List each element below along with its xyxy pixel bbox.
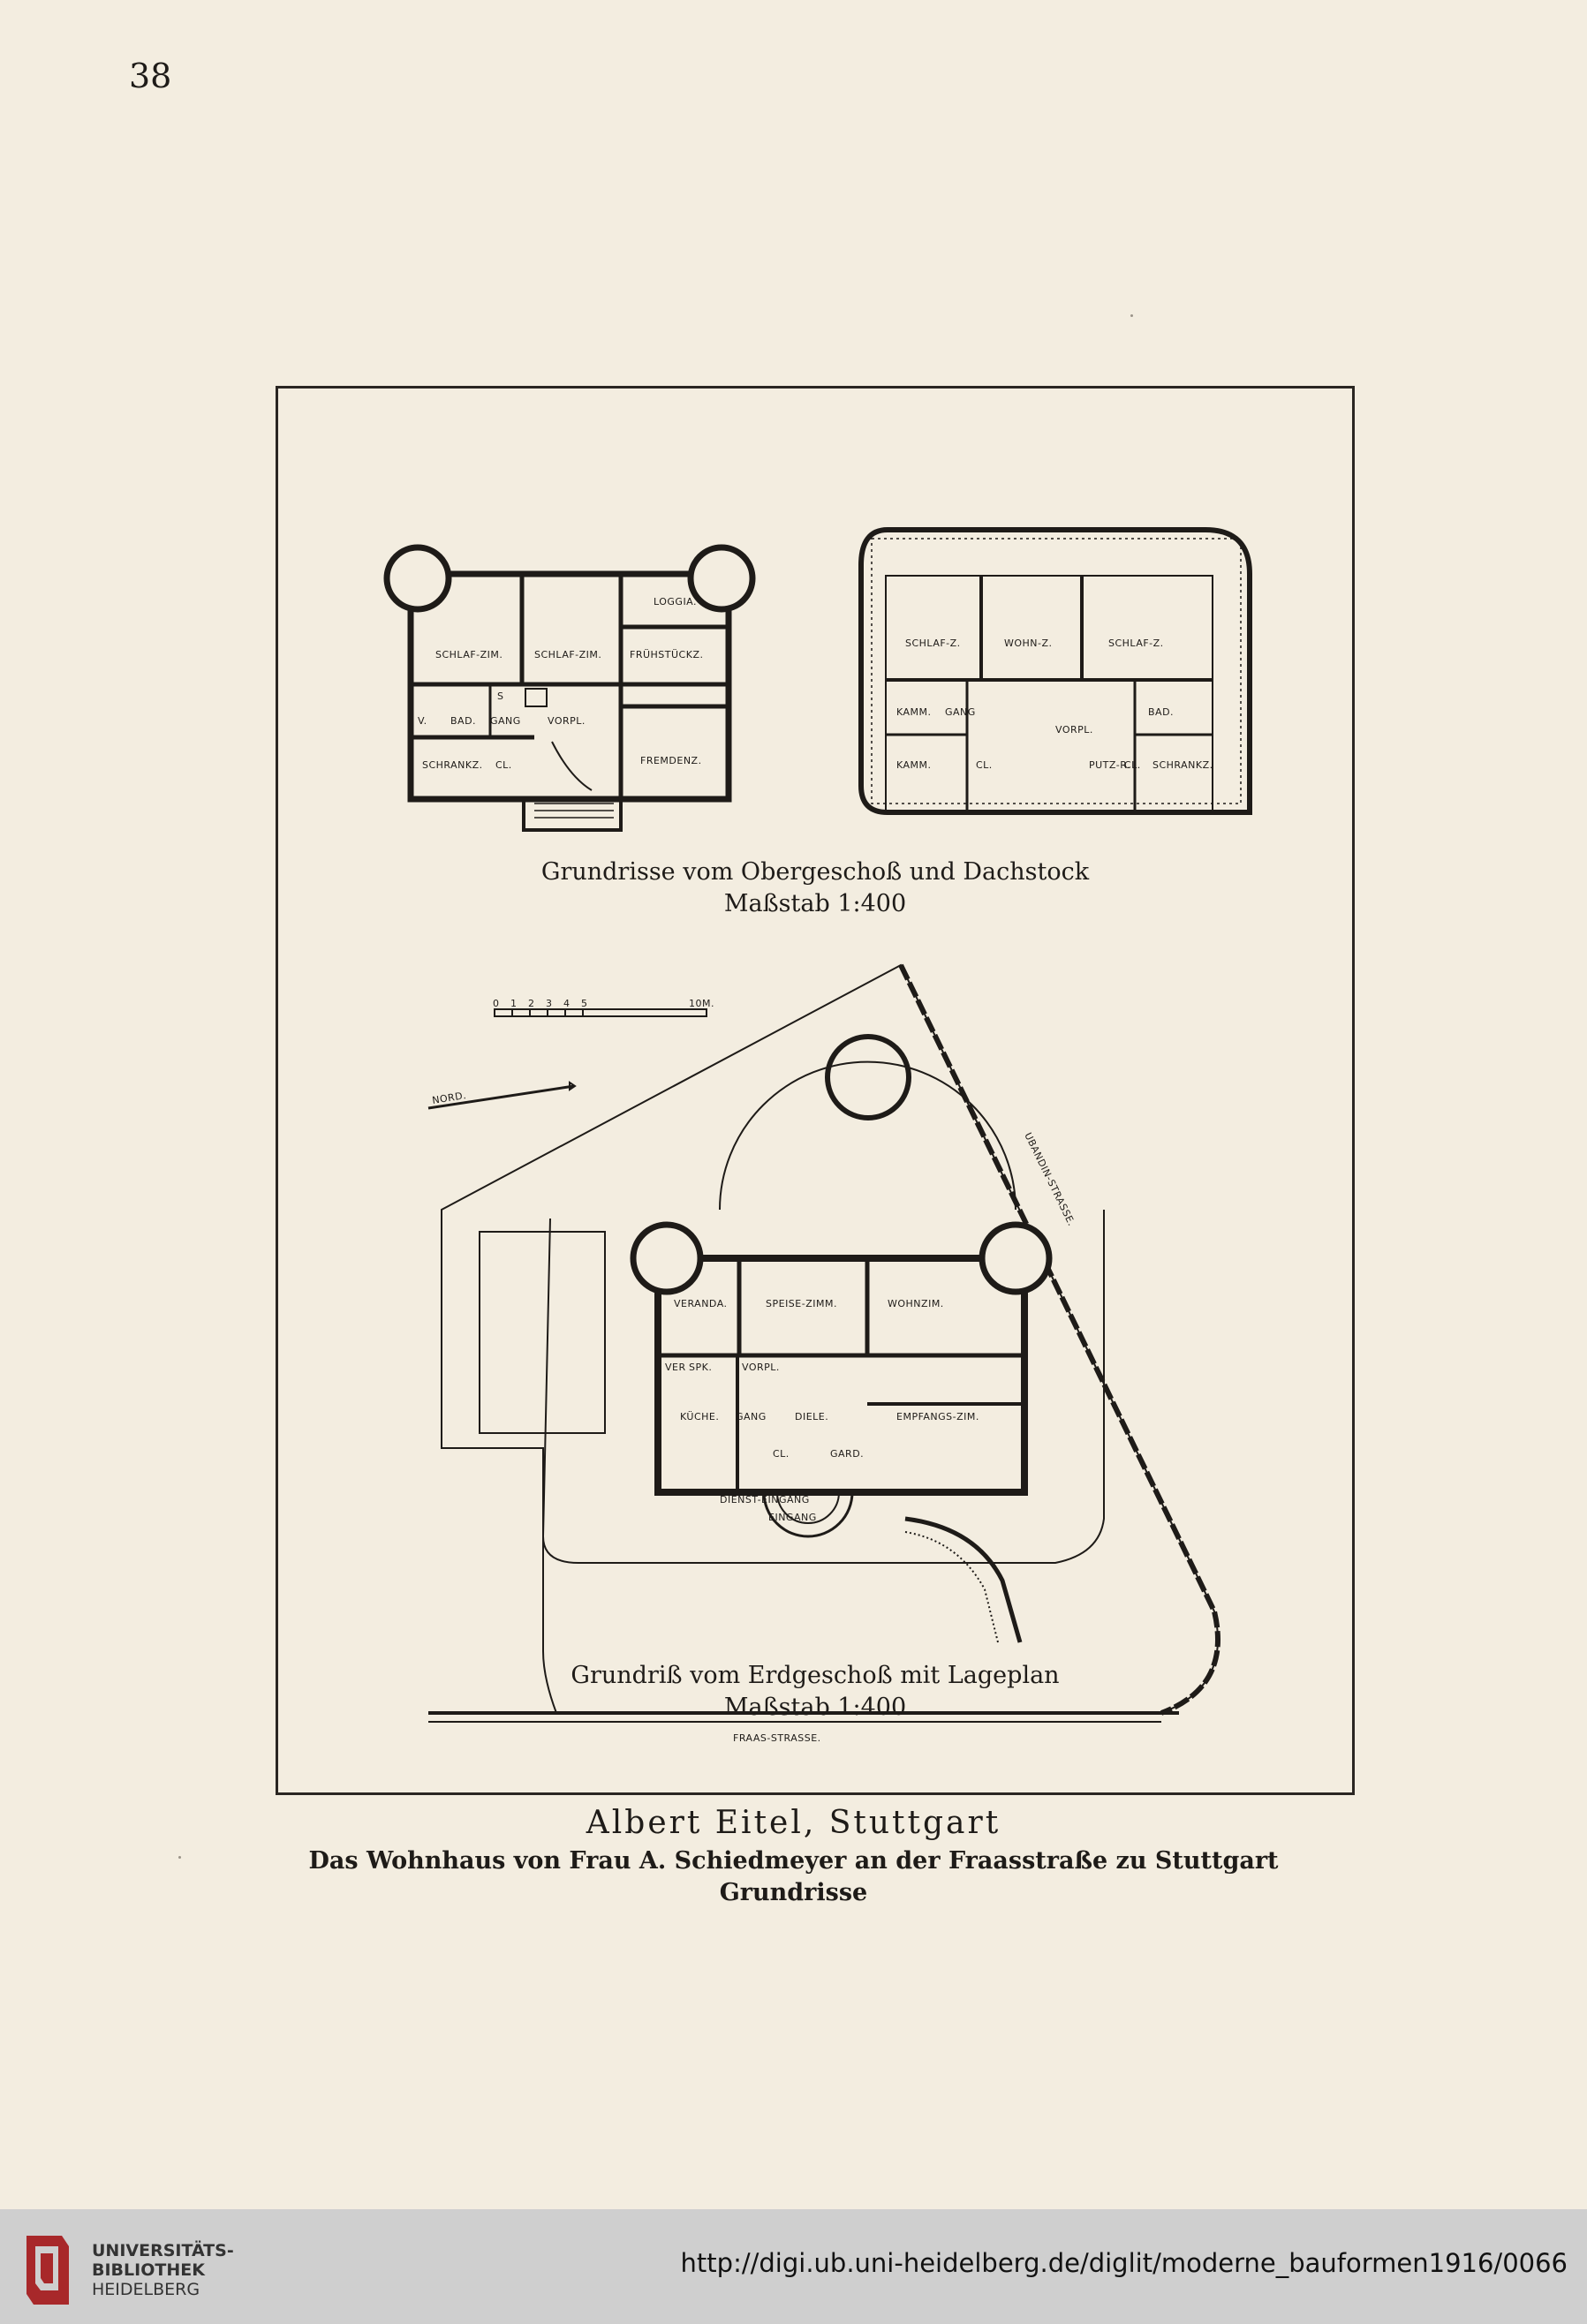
site-caption-line1: Grundriß vom Erdgeschoß mit Lageplan [571,1662,1060,1689]
architect-name: Albert Eitel, Stuttgart [586,1805,1001,1841]
room-label: SCHLAF-ZIM. [435,649,503,660]
drawing-plate: Grundrisse vom Obergeschoß und Dachstock… [276,386,1355,1795]
room-label: LOGGIA. [654,596,697,607]
upper-caption-line2: Maßstab 1:400 [723,890,907,917]
plate-title: Albert Eitel, Stuttgart Das Wohnhaus von… [0,1801,1587,1909]
street-label-bottom: FRAAS-STRASSE. [733,1732,821,1744]
scale-tick-label: 3 [546,998,553,1009]
upper-caption-line1: Grundrisse vom Obergeschoß und Dachstock [540,858,1090,886]
room-label: VORPL. [548,715,586,727]
street-label-right: UBANDIN-STRASSE. [1022,1131,1077,1228]
room-label: SCHRANKZ. [422,759,483,771]
room-label: VORPL. [742,1362,780,1373]
room-label: V. [418,715,427,727]
room-label: DIENST-EINGANG [720,1494,810,1505]
library-footer: UNIVERSITÄTS- BIBLIOTHEK HEIDELBERG http… [0,2209,1587,2324]
room-label: CL. [773,1448,790,1460]
room-label: VORPL. [1055,724,1093,736]
room-label: SPEISE-ZIMM. [766,1298,837,1309]
page-number: 38 [129,57,172,95]
room-label: BAD. [1148,706,1174,718]
room-label: PUTZ-R. [1089,759,1130,771]
room-label: WOHN-Z. [1004,638,1053,649]
room-label: GANG [945,706,976,718]
room-label: KAMM. [896,706,932,718]
library-name-line1: UNIVERSITÄTS- [92,2241,234,2260]
room-label: VERANDA. [674,1298,728,1309]
room-label: SPK. [689,1362,712,1373]
obergeschoss-plan [383,544,756,832]
upper-plan-caption: Grundrisse vom Obergeschoß und Dachstock… [278,856,1352,920]
room-label: SCHLAF-Z. [905,638,961,649]
north-label: NORD. [431,1090,467,1106]
room-label: EMPFANGS-ZIM. [896,1411,979,1422]
room-label: EINGANG [768,1512,817,1523]
paper-speck [178,1856,181,1859]
scale-tick-label: 5 [581,998,588,1009]
room-label: SCHLAF-Z. [1108,638,1164,649]
library-logo-icon [26,2236,69,2305]
scale-tick-label: 0 [493,998,500,1009]
house-description: Das Wohnhaus von Frau A. Schiedmeyer an … [308,1847,1279,1875]
paper-speck [1130,314,1133,317]
room-label: CL. [976,759,993,771]
room-label: WOHNZIM. [888,1298,944,1309]
dachstock-plan [858,527,1252,815]
scale-tick-label: 10M. [689,998,714,1009]
site-plan [427,963,1220,1723]
room-label: FRÜHSTÜCKZ. [630,649,703,660]
scale-tick-label: 2 [528,998,535,1009]
library-name: UNIVERSITÄTS- BIBLIOTHEK HEIDELBERG [92,2241,234,2299]
floor-plan-drawing [383,527,1252,1723]
room-label: KAMM. [896,759,932,771]
plate-kind: Grundrisse [719,1879,868,1906]
site-caption-line2: Maßstab 1:400 [723,1694,907,1721]
library-name-line3: HEIDELBERG [92,2280,200,2299]
room-label: FREMDENZ. [640,755,702,766]
room-label: SCHRANKZ. [1152,759,1213,771]
plan-labels: LOGGIA. SCHLAF-ZIM. SCHLAF-ZIM. FRÜHSTÜC… [418,596,1213,1744]
room-label: GANG [736,1411,767,1422]
scale-tick-label: 4 [563,998,571,1009]
room-label: KÜCHE. [680,1411,719,1422]
library-name-line2: BIBLIOTHEK [92,2260,205,2280]
room-label: CL. [495,759,512,771]
room-label: BAD. [450,715,476,727]
room-label: GANG [490,715,521,727]
scale-tick-label: 1 [510,998,518,1009]
permalink-url[interactable]: http://digi.ub.uni-heidelberg.de/diglit/… [680,2248,1568,2278]
room-label: DIELE. [795,1411,828,1422]
site-plan-caption: Grundriß vom Erdgeschoß mit Lageplan Maß… [278,1660,1352,1724]
room-label: CL. [1124,759,1141,771]
room-label: SCHLAF-ZIM. [534,649,601,660]
room-label: S [497,690,503,702]
room-label: GARD. [830,1448,864,1460]
room-label: VER [665,1362,686,1373]
